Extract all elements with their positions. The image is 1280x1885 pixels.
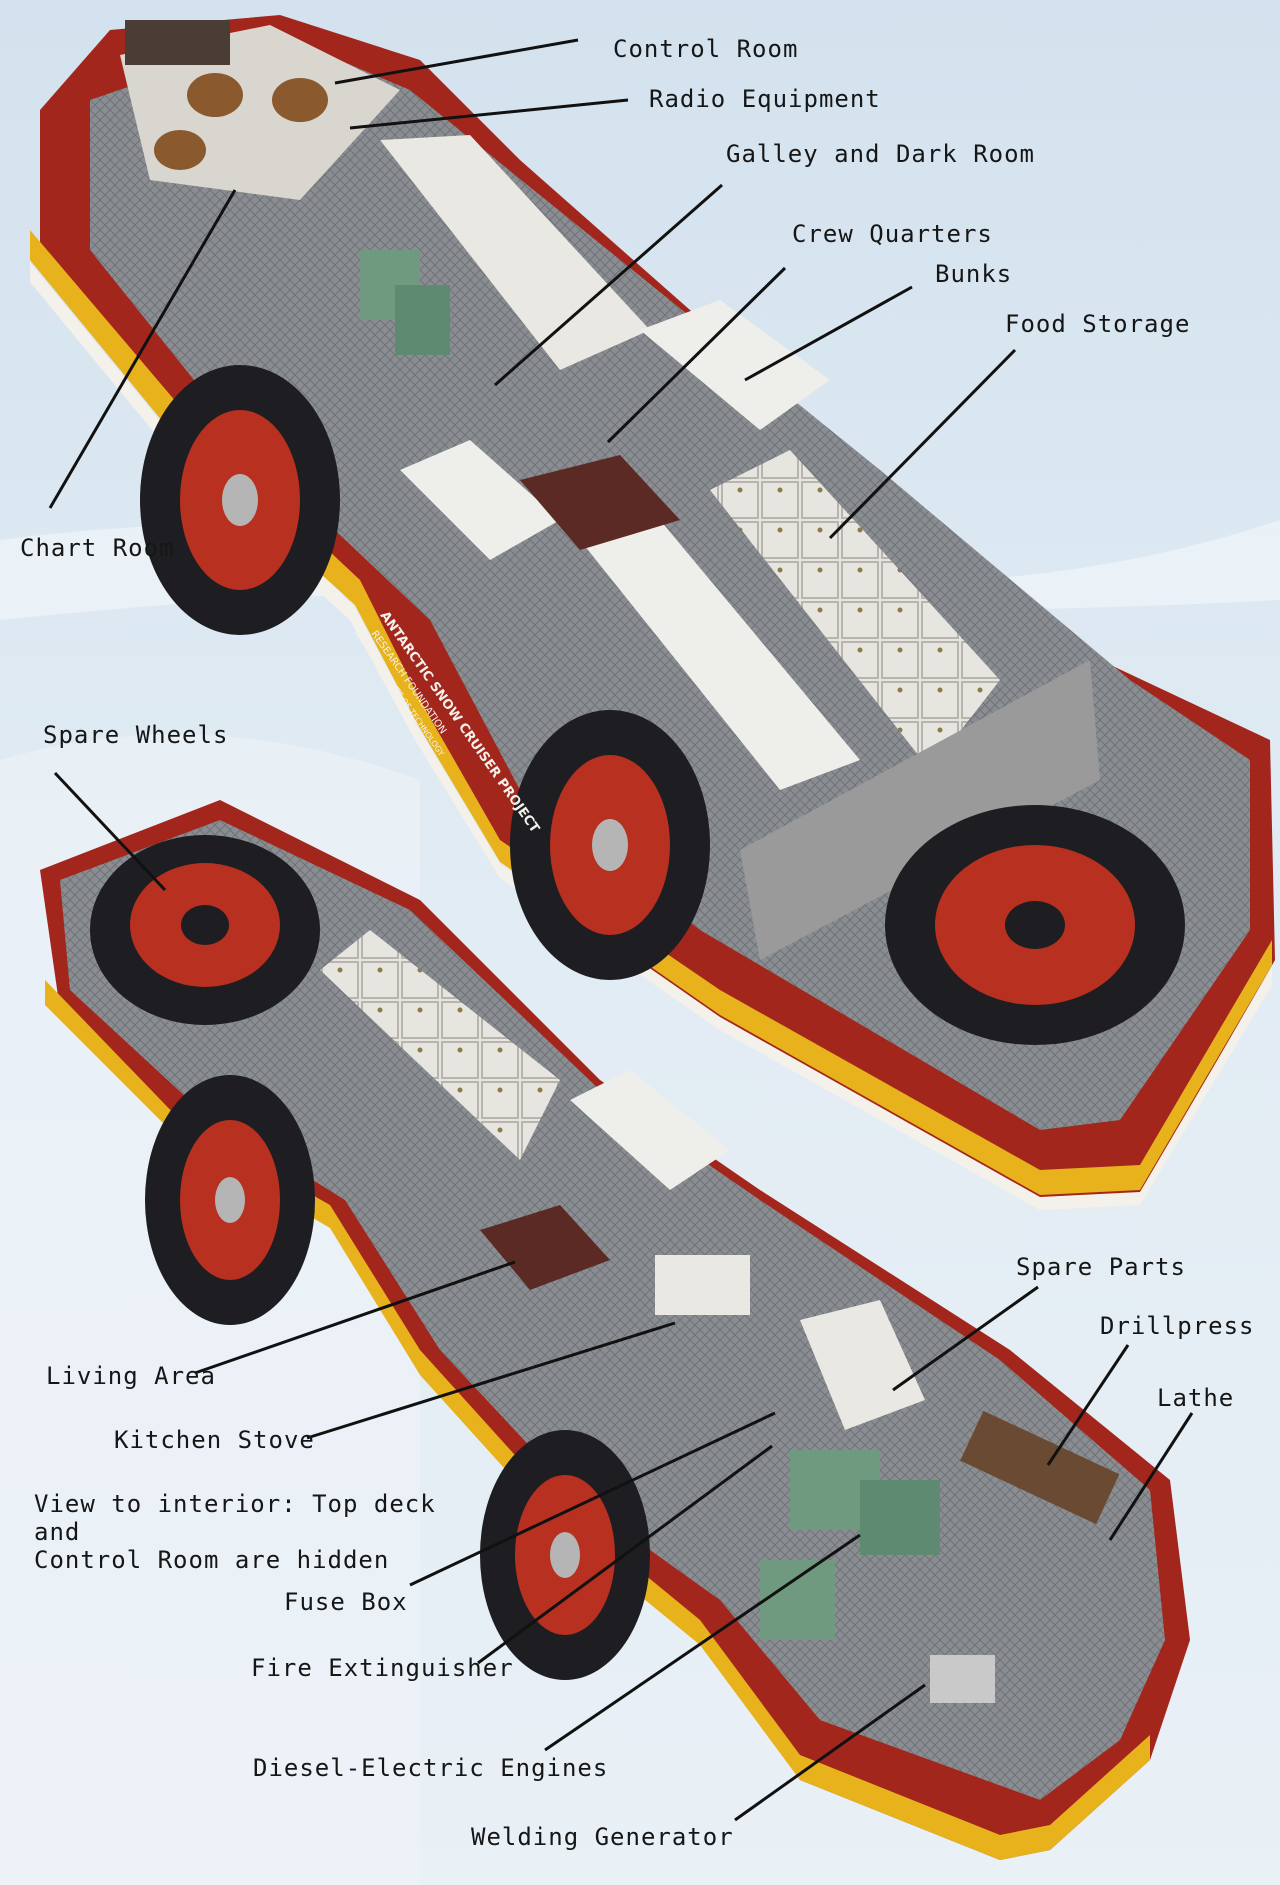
label-lathe: Lathe bbox=[1157, 1384, 1235, 1412]
label-diesel-engines: Diesel-Electric Engines bbox=[253, 1754, 609, 1782]
radio-console bbox=[125, 20, 230, 65]
label-food-storage: Food Storage bbox=[1005, 310, 1191, 338]
bunk-long bbox=[580, 520, 860, 790]
front-wheel bbox=[140, 365, 340, 635]
leader-kitchen-stove bbox=[306, 1321, 676, 1440]
leader-living-area bbox=[194, 1260, 516, 1375]
note-line-2: Control Room are hidden bbox=[34, 1546, 390, 1574]
bunk-lower bbox=[400, 440, 560, 560]
engine-unit-top bbox=[395, 285, 450, 355]
control-seat-2 bbox=[272, 78, 328, 122]
leader-diesel-engines bbox=[544, 1533, 861, 1752]
bottom-kitchen-stove bbox=[655, 1255, 750, 1315]
rear-wheel bbox=[510, 710, 710, 980]
leader-spare-wheels bbox=[53, 771, 167, 892]
label-chart-room: Chart Room bbox=[20, 534, 175, 562]
leader-galley bbox=[494, 183, 723, 387]
label-radio-equipment: Radio Equipment bbox=[649, 85, 881, 113]
label-fuse-box: Fuse Box bbox=[284, 1588, 408, 1616]
leader-fuse-box bbox=[409, 1411, 776, 1587]
leader-food-storage bbox=[828, 348, 1017, 540]
crew-table bbox=[520, 455, 680, 550]
bunk-upper bbox=[640, 300, 830, 430]
welding-generator-unit bbox=[930, 1655, 995, 1703]
label-drillpress: Drillpress bbox=[1100, 1312, 1255, 1340]
leader-radio-equipment bbox=[349, 98, 629, 130]
bottom-food-storage bbox=[320, 930, 560, 1160]
bottom-spare-parts-cabinet bbox=[800, 1300, 925, 1430]
label-fire-extinguisher: Fire Extinguisher bbox=[251, 1654, 514, 1682]
control-seat-1 bbox=[187, 73, 243, 117]
label-control-room: Control Room bbox=[613, 35, 799, 63]
spare-wheel-bottom bbox=[90, 835, 320, 1025]
galley-cabinets bbox=[380, 135, 650, 370]
label-bunks: Bunks bbox=[935, 260, 1013, 288]
leader-fire-extinguisher bbox=[477, 1444, 773, 1665]
leader-bunks bbox=[744, 285, 913, 382]
leader-lines bbox=[48, 38, 1194, 1822]
spare-wheel-top bbox=[885, 805, 1185, 1045]
leader-welding-generator bbox=[734, 1683, 926, 1822]
diesel-engines bbox=[760, 1450, 940, 1640]
food-storage-lockers bbox=[710, 450, 1000, 770]
leader-drillpress bbox=[1046, 1344, 1130, 1466]
label-welding-generator: Welding Generator bbox=[471, 1823, 734, 1851]
bottom-bunk bbox=[570, 1070, 730, 1190]
bottom-vehicle bbox=[40, 800, 1190, 1860]
bottom-living-table bbox=[480, 1205, 610, 1290]
workbench bbox=[960, 1410, 1120, 1525]
rear-wall bbox=[740, 660, 1100, 960]
leader-chart-room bbox=[48, 189, 237, 509]
label-crew-quarters: Crew Quarters bbox=[792, 220, 993, 248]
leader-spare-parts bbox=[892, 1285, 1039, 1392]
bottom-front-wheel bbox=[145, 1075, 315, 1325]
label-spare-wheels: Spare Wheels bbox=[43, 721, 229, 749]
leader-crew-quarters bbox=[606, 266, 787, 444]
leader-lathe bbox=[1108, 1412, 1194, 1541]
label-galley-dark-room: Galley and Dark Room bbox=[726, 140, 1035, 168]
chart-room-seat bbox=[154, 130, 206, 170]
leader-control-room bbox=[334, 38, 579, 85]
label-spare-parts: Spare Parts bbox=[1016, 1253, 1186, 1281]
label-living-area: Living Area bbox=[46, 1362, 216, 1390]
note-line-1: View to interior: Top deck and bbox=[34, 1490, 436, 1546]
interior-view-note: View to interior: Top deck and Control R… bbox=[34, 1490, 474, 1574]
label-kitchen-stove: Kitchen Stove bbox=[114, 1426, 315, 1454]
